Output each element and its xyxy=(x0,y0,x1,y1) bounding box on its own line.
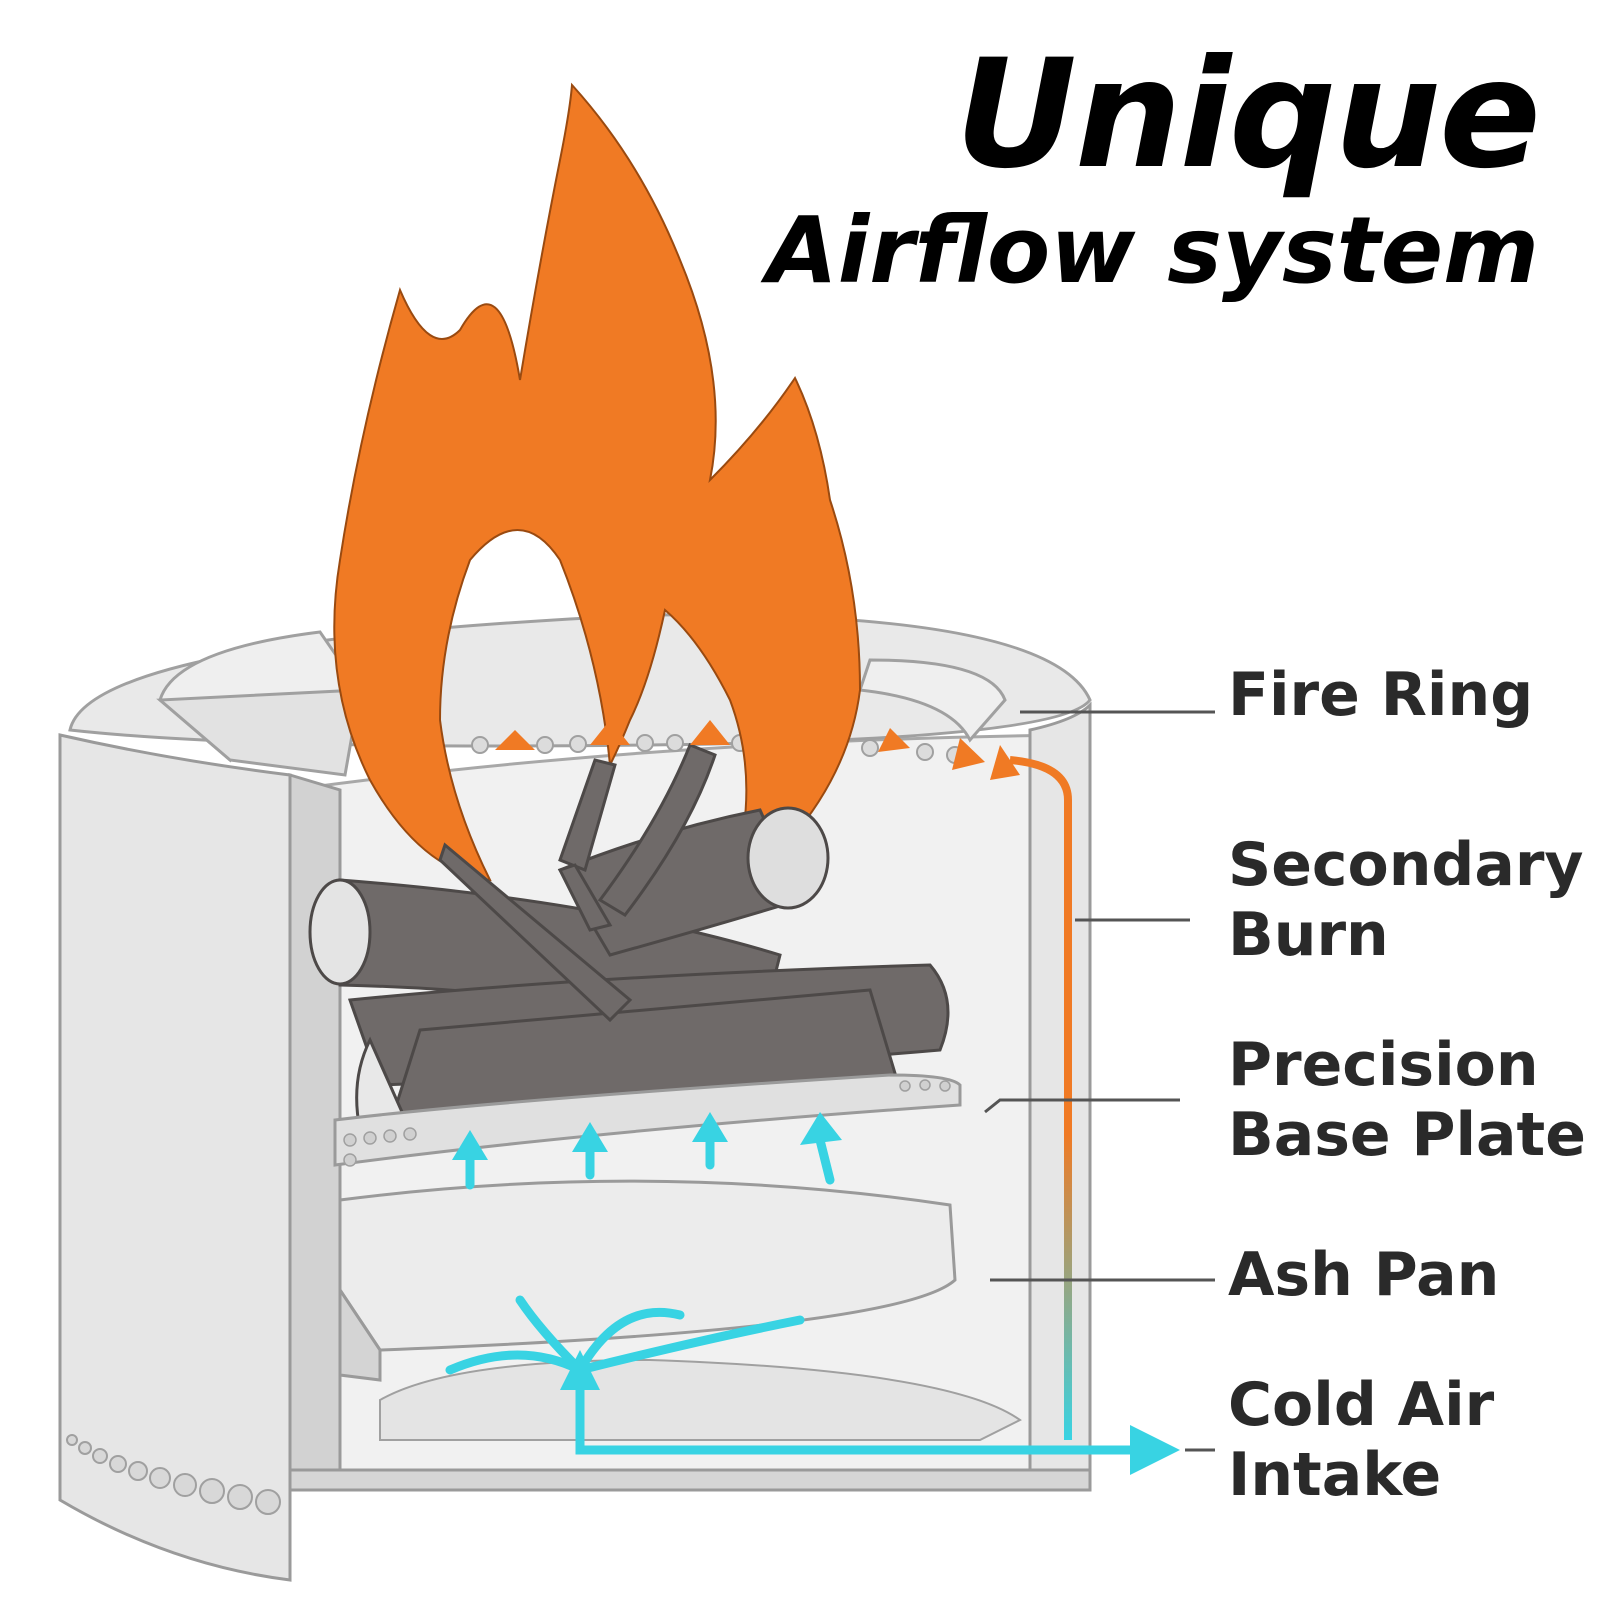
label-secondary-burn: Secondary Burn xyxy=(1228,830,1584,970)
title-main: Unique xyxy=(955,28,1541,202)
title-sub: Airflow system xyxy=(766,197,1539,304)
label-ash-pan: Ash Pan xyxy=(1228,1240,1500,1310)
label-base-plate: Precision Base Plate xyxy=(1228,1030,1586,1170)
secondary-air-riser xyxy=(1009,756,1072,1440)
label-fire-ring: Fire Ring xyxy=(1228,660,1534,730)
hot-air-arrowheads xyxy=(495,720,1020,780)
label-cold-air-intake: Cold Air Intake xyxy=(1228,1370,1495,1510)
ash-pan xyxy=(338,1179,1022,1442)
cold-air-arrowheads xyxy=(452,1112,1180,1475)
leader-lines xyxy=(984,710,1215,1452)
cold-air-flow xyxy=(445,1135,1155,1455)
base-plate xyxy=(333,1073,962,1167)
fire-ring xyxy=(156,630,1007,777)
leader-base-plate xyxy=(984,1098,1180,1114)
